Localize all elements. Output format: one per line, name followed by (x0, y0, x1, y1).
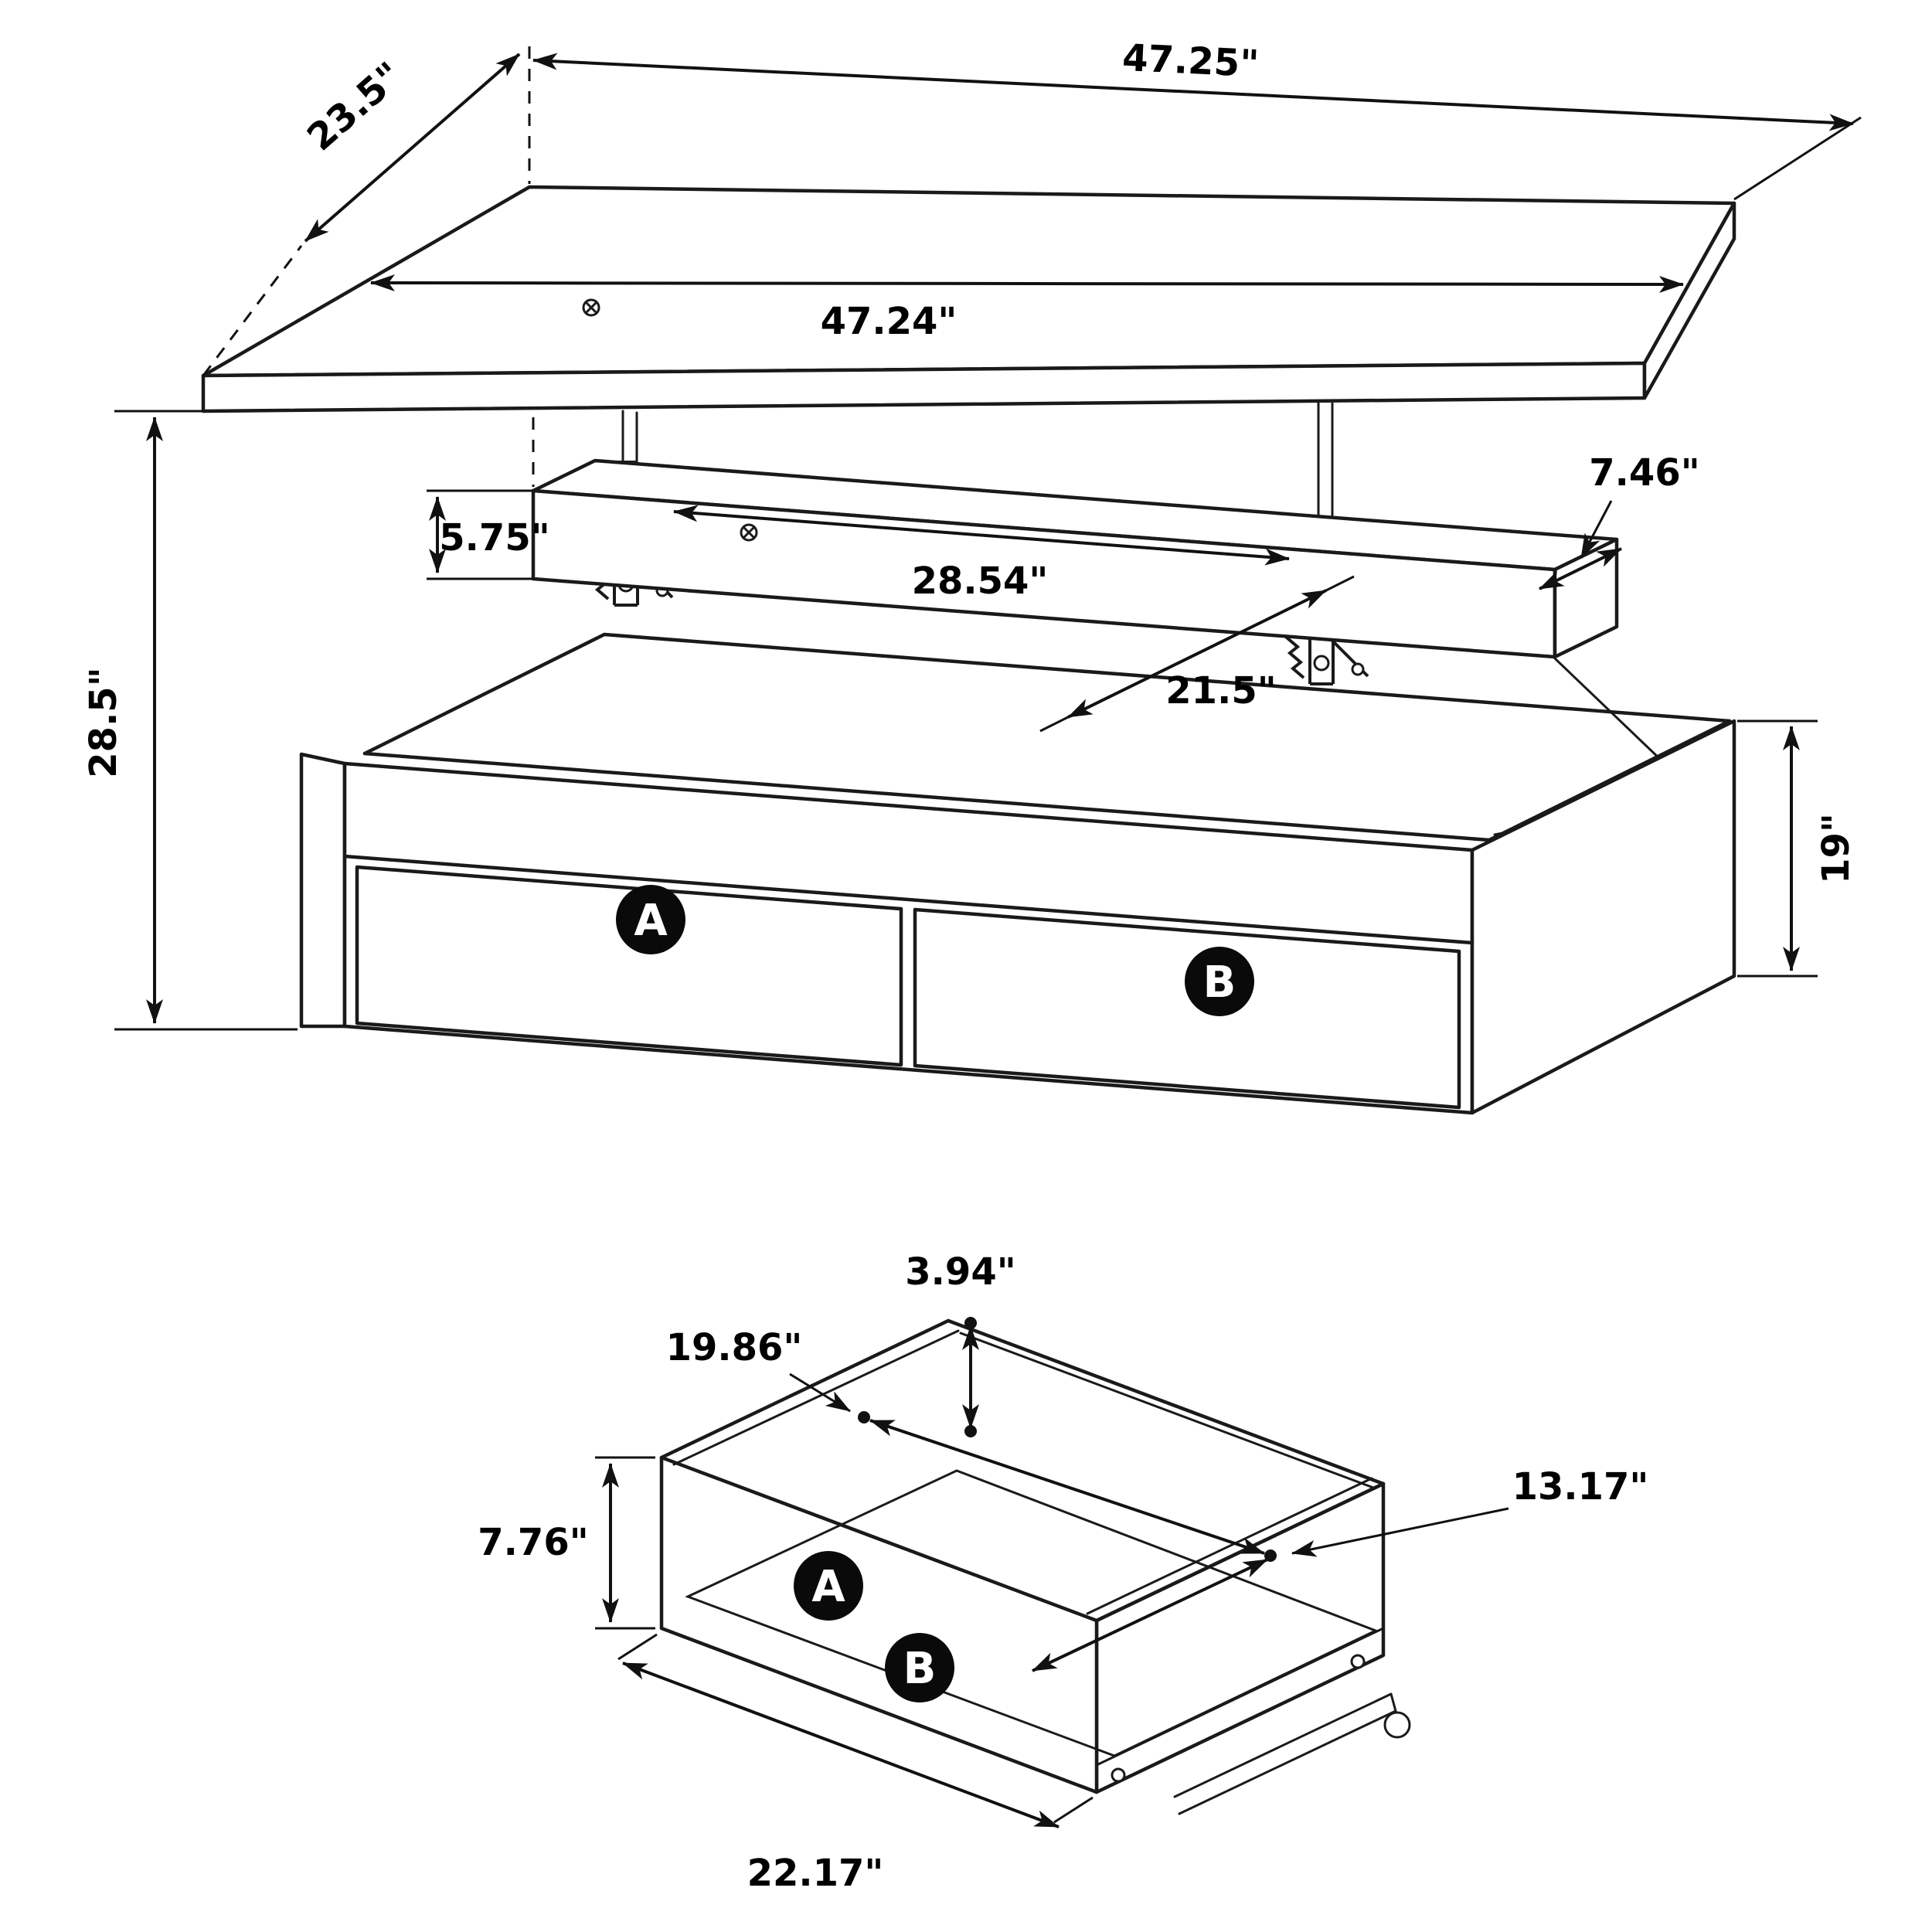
leader-line (1291, 1507, 1509, 1557)
rail-roller-icon (1383, 1711, 1411, 1739)
rail-extension-bottom (1178, 1709, 1397, 1815)
base-left-inner-edge (362, 632, 607, 756)
drawer-b-front (913, 907, 1461, 1110)
dim-lift-frame-height-label: 5.75" (439, 516, 549, 560)
dim-back-panel-height: 3.94" (905, 1250, 1016, 1437)
extension-line (1325, 575, 1355, 592)
dim-overall-height-label: 28.5" (82, 667, 125, 777)
dim-top-length: 47.25" (532, 36, 1862, 201)
dim-top-surface-length: 47.24" (370, 274, 1684, 343)
leader-line (789, 1372, 851, 1413)
drawer-box: A B (659, 1318, 1411, 1815)
dimension-arrow (370, 274, 1684, 293)
drawer-right-face (1094, 1481, 1386, 1794)
tabletop (201, 185, 1736, 413)
reference-dot (1264, 1549, 1277, 1562)
drawer-left-wall-top-edge (659, 1318, 951, 1460)
table-assembly-view: A B (82, 36, 1862, 1115)
dim-lift-span: 28.54" (673, 505, 1290, 603)
dim-base-height: 19" (1737, 719, 1858, 978)
drawer-left-wall-inner-edge (672, 1329, 960, 1466)
dim-top-side-clearance: 7.46" (1539, 451, 1700, 590)
dim-side-clearance-label: 7.46" (1589, 451, 1699, 495)
dim-front-width: 22.17" (617, 1633, 1094, 1895)
dim-back-panel-height-label: 3.94" (905, 1250, 1015, 1294)
dim-front-height: 7.76" (478, 1456, 655, 1630)
dimension-arrow (1539, 547, 1622, 590)
drawer-back-wall-top-edge (946, 1318, 1386, 1486)
dim-overall-height: 28.5" (82, 410, 298, 1031)
screw-icon (582, 298, 600, 317)
drawer-a-badge: A (794, 1551, 863, 1621)
extension-line (617, 1633, 658, 1661)
extension-line (1039, 716, 1069, 733)
drawer-back-wall-inner-edge (959, 1332, 1375, 1489)
dim-base-height-label: 19" (1815, 813, 1858, 884)
dim-interior-depth-label: 13.17" (1512, 1465, 1649, 1509)
rail-extension-top (1173, 1692, 1393, 1798)
drawer-b-badge-circle (1185, 947, 1254, 1016)
rail-upper-edge (1095, 1627, 1385, 1767)
reference-dot (858, 1411, 870, 1423)
dimension-arrow (622, 1662, 1060, 1828)
drawer-b-badge: B (1185, 947, 1254, 1016)
base-right-face (1470, 719, 1736, 1115)
dim-front-height-label: 7.76" (478, 1521, 588, 1564)
drawer-a-badge-circle (794, 1551, 863, 1621)
tabletop-top-face (201, 185, 1736, 378)
dim-interior-width: 19.86" (666, 1326, 1277, 1562)
drawer-slide-rail (1095, 1627, 1411, 1815)
dim-interior-width-label: 19.86" (666, 1326, 803, 1369)
dim-lift-frame-height: 5.75" (427, 489, 550, 580)
rail-extension-cap (1389, 1692, 1397, 1713)
base-front-inner-rim (362, 751, 1492, 842)
extension-line (1053, 1796, 1094, 1824)
tabletop-end-face (1642, 201, 1736, 400)
dimension-arrow (1067, 589, 1327, 719)
rail-screw-icon (1350, 1654, 1366, 1669)
dim-top-surface-label: 47.24" (821, 300, 957, 343)
lift-frame (531, 458, 1619, 659)
dimension-arrow (304, 53, 521, 243)
dim-front-width-label: 22.17" (747, 1852, 884, 1895)
base-left-frame (299, 752, 347, 1029)
rail-screw-icon (1111, 1767, 1126, 1783)
dimension-arrow (532, 53, 1854, 131)
base-cabinet: A B (299, 632, 1736, 1115)
extension-line (1733, 116, 1862, 201)
dimension-arrow (1032, 1558, 1268, 1672)
dim-top-length-label: 47.25" (1121, 36, 1260, 86)
projection-lines (202, 46, 535, 487)
dimension-arrow (869, 1419, 1265, 1555)
dim-opening-depth: 21.5" (1039, 575, 1355, 733)
drawer-rail-line (342, 854, 1475, 945)
drawer-a-badge-label: A (811, 1562, 845, 1612)
dimension-arrow (673, 505, 1290, 566)
drawer-a-badge-circle (616, 885, 685, 954)
drawer-b-badge-label: B (1203, 957, 1236, 1008)
screw-icon (740, 523, 758, 542)
dim-lift-span-label: 28.54" (912, 560, 1049, 603)
lift-mechanism-left (578, 410, 674, 607)
drawer-a-badge-label: A (634, 896, 668, 946)
leader-line (1580, 500, 1613, 559)
dim-opening-depth-label: 21.5" (1165, 669, 1276, 713)
drawer-a-badge: A (616, 885, 685, 954)
drawer-b-badge: B (885, 1633, 954, 1702)
dim-top-depth-label: 23.5" (299, 54, 411, 160)
drawer-b-badge-label: B (903, 1644, 937, 1694)
dim-interior-depth: 13.17" (1032, 1465, 1649, 1672)
drawer-detail-view: A B 3.94" 19.86" 13.17" (478, 1250, 1648, 1895)
projection-line (202, 245, 303, 376)
drawer-a-front (355, 865, 903, 1067)
